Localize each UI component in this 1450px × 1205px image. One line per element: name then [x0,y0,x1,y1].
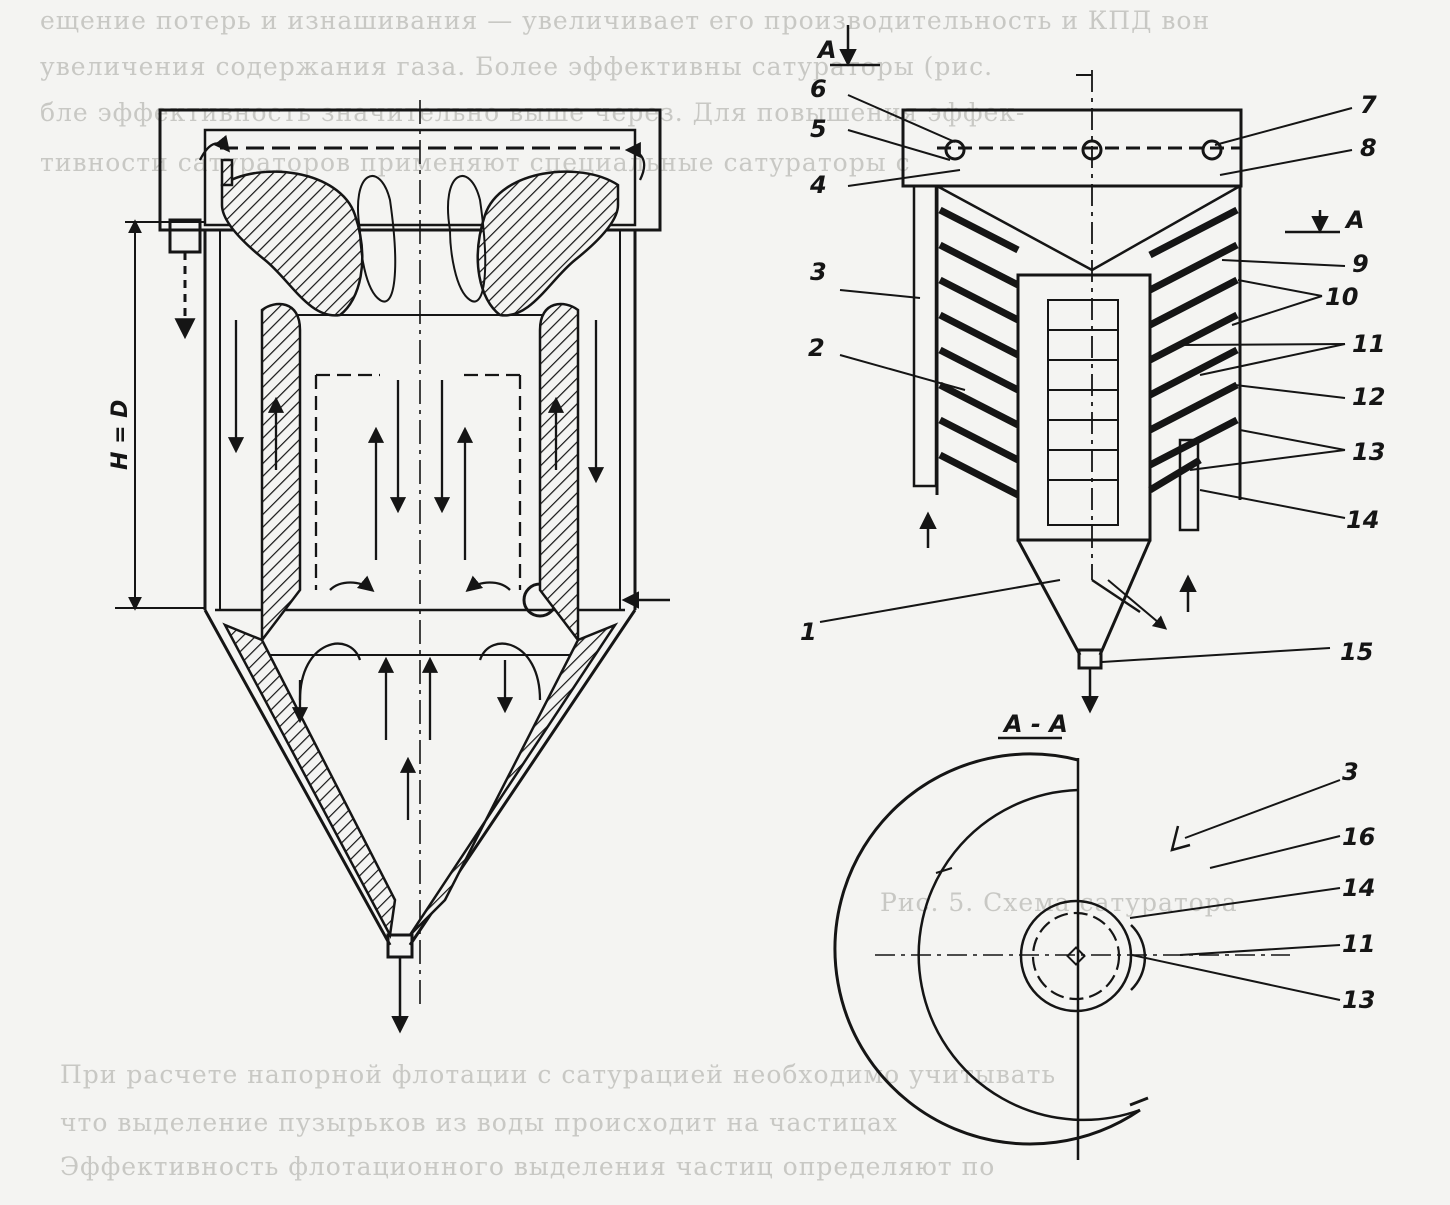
top-distribution-box [158,108,662,232]
section-view-a-a [833,736,1290,1160]
spiral-plates [938,206,1239,499]
section-callout-14: 14 [1342,874,1375,902]
callout-7: 7 [1360,91,1377,119]
bleed-line: что выделение пузырьков из воды происход… [60,1108,898,1137]
callout-9: 9 [1352,250,1369,278]
callout-6: 6 [810,75,827,103]
section-callout-13: 13 [1342,986,1375,1014]
callout-10: 10 [1325,283,1358,311]
callout-13: 13 [1352,438,1385,466]
bleed-line: Эффективность флотационного выделения ча… [60,1152,996,1181]
hatched-sediment-zones [220,158,620,939]
right-saturator [830,25,1340,714]
callout-11: 11 [1352,330,1385,358]
callout-2: 2 [808,334,825,362]
bleed-line: бле эффективность значительно выше через… [40,98,1026,127]
section-leaders [1129,779,1341,1001]
bleed-line: ещение потерь и изнашивания — увеличивае… [40,6,1211,35]
callout-14: 14 [1346,506,1379,534]
callout-15: 15 [1340,638,1373,666]
bleed-line: увеличения содержания газа. Более эффект… [40,52,994,81]
bottom-nozzle [386,933,414,959]
callout-8: 8 [1360,134,1377,162]
section-mark-a-top: A [816,36,837,64]
callout-leaders [819,94,1353,663]
callout-5: 5 [810,115,827,143]
section-callout-16: 16 [1342,823,1375,851]
section-title: A - A [1002,710,1068,738]
callout-4: 4 [809,171,827,199]
section-mark-a-right: A [1344,206,1365,234]
section-callout-3: 3 [1342,758,1359,786]
callout-12: 12 [1352,383,1385,411]
callout-1: 1 [800,618,817,646]
section-callout-11: 11 [1342,930,1375,958]
dimension-label: H = D [108,400,133,470]
outlet-nozzle-15 [1077,648,1103,670]
callout-3: 3 [810,258,827,286]
height-dimension [115,219,205,611]
flow-arrows [198,134,646,820]
bleed-line: тивности сатураторов применяют специальн… [40,148,911,177]
